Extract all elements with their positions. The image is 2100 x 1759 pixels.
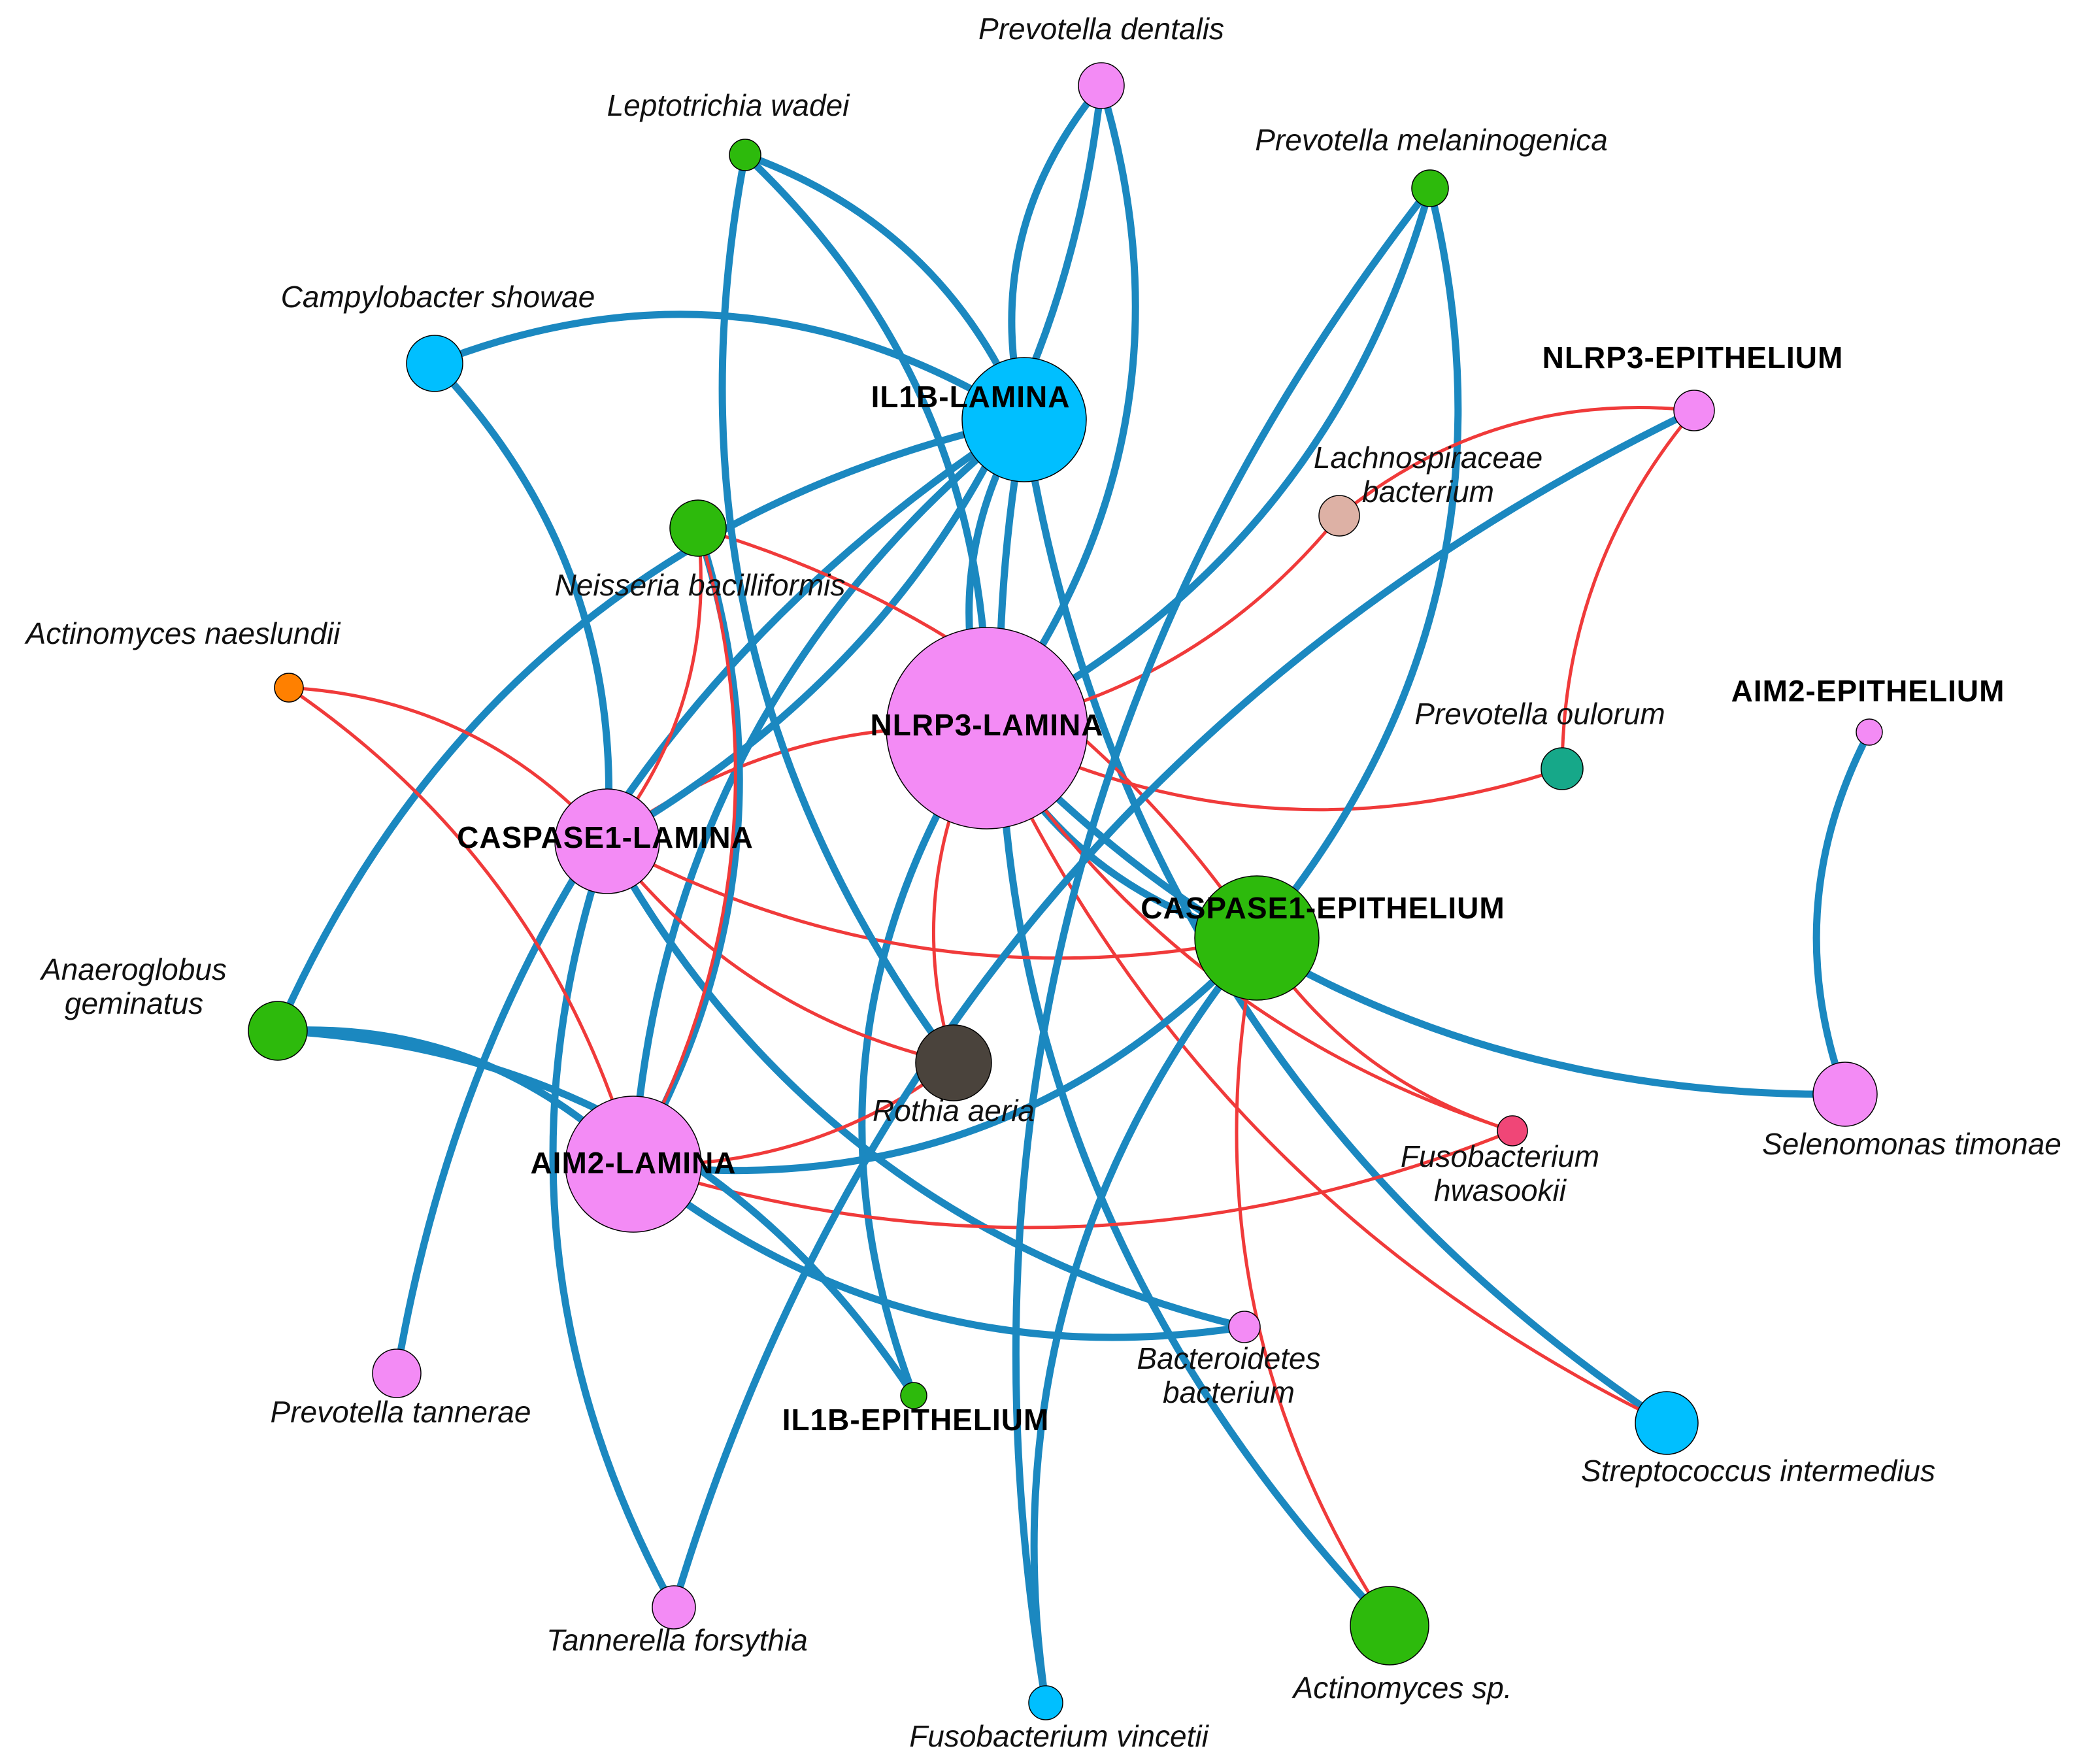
label-line-fusobacterium-hwasookii-0: Fusobacterium <box>1401 1139 1599 1173</box>
edge-nlrp3_lamina-prevotella_melaninogenica <box>983 184 1434 732</box>
label-fusobacterium-vincetii: Fusobacterium vincetii <box>909 1719 1209 1753</box>
edge-leptotrichia_wadei-rothia_aeria <box>718 151 958 1067</box>
edge-il1b_lamina-anaeroglobus_geminatus <box>274 416 1028 1035</box>
node-leptotrichia-wadei <box>729 139 761 171</box>
node-il1b-epithelium <box>900 1382 927 1409</box>
node-rothia-aeria <box>915 1024 992 1101</box>
edge-caspase1_epithelium-prevotella_melaninogenica <box>1253 184 1462 942</box>
edge-aim2_lamina-neisseria_bacilliformis <box>629 524 743 1168</box>
node-prevotella-oulorum <box>1541 747 1584 790</box>
label-streptococcus-intermedius: Streptococcus intermedius <box>1581 1454 1935 1488</box>
edge-aim2_lamina-caspase1_epithelium <box>629 934 1261 1175</box>
edge-caspase1_epithelium-fusobacterium_vincetii <box>1030 934 1261 1707</box>
label-line-anaeroglobus-geminatus-1: geminatus <box>65 986 203 1020</box>
node-il1b-lamina <box>961 357 1087 482</box>
edge-caspase1_lamina-campylobacter_showae <box>431 360 613 845</box>
label-line-fusobacterium-hwasookii-1: hwasookii <box>1434 1173 1567 1207</box>
label-line-lachnospiraceae-bacterium-0: Lachnospiraceae <box>1314 441 1542 475</box>
label-il1b-epithelium: IL1B-EPITHELIUM <box>782 1403 1050 1437</box>
edge-prevotella_melaninogenica-fusobacterium_vincetii <box>1012 184 1434 1707</box>
node-bacteroidetes-bacterium <box>1228 1311 1261 1343</box>
label-caspase1-epithelium: CASPASE1-EPITHELIUM <box>1141 891 1505 925</box>
edge-nlrp3_lamina-il1b_epithelium <box>858 724 991 1399</box>
edge-il1b_lamina-actinomyces_sp <box>995 416 1393 1630</box>
label-rothia-aeria: Rothia aeria <box>873 1094 1035 1128</box>
label-prevotella-oulorum: Prevotella oulorum <box>1414 697 1665 731</box>
node-aim2-lamina <box>565 1096 702 1233</box>
node-prevotella-dentalis <box>1078 62 1125 109</box>
node-anaeroglobus-geminatus <box>248 1001 308 1061</box>
label-line-bacteroidetes-bacterium-0: Bacteroidetes <box>1137 1341 1320 1375</box>
label-aim2-epithelium: AIM2-EPITHELIUM <box>1731 674 2005 708</box>
edge-caspase1_epithelium-actinomyces_sp <box>1235 936 1392 1628</box>
node-fusobacterium-vincetii <box>1028 1685 1063 1720</box>
label-actinomyces-sp: Actinomyces sp. <box>1292 1671 1512 1705</box>
node-neisseria-bacilliformis <box>669 499 727 557</box>
node-lachnospiraceae-bacterium <box>1318 495 1360 537</box>
node-prevotella-tannerae <box>372 1349 422 1398</box>
node-nlrp3-lamina <box>886 627 1088 829</box>
edge-caspase1_lamina-actinomyces_naeslundii <box>287 686 609 843</box>
label-nlrp3-epithelium: NLRP3-EPITHELIUM <box>1542 341 1844 375</box>
label-line-lachnospiraceae-bacterium-1: bacterium <box>1362 475 1494 509</box>
edge-nlrp3_epithelium-prevotella_oulorum <box>1560 409 1696 771</box>
label-il1b-lamina: IL1B-LAMINA <box>871 380 1071 414</box>
label-selenomonas-timonae: Selenomonas timonae <box>1762 1127 2061 1161</box>
edge-caspase1_lamina-rothia_aeria <box>605 839 956 1065</box>
edge-nlrp3_epithelium-lachnospiraceae_bacterium <box>1337 406 1696 518</box>
node-tannerella-forsythia <box>652 1585 696 1630</box>
edge-nlrp3_lamina-streptococcus_intermedius <box>985 726 1669 1425</box>
label-prevotella-dentalis: Prevotella dentalis <box>978 12 1224 46</box>
label-leptotrichia-wadei: Leptotrichia wadei <box>607 88 851 122</box>
label-layer: IL1B-LAMINA NLRP3-LAMINA CASPASE1-LAMINA AI… <box>24 12 2061 1753</box>
label-tannerella-forsythia: Tannerella forsythia <box>546 1623 808 1657</box>
label-caspase1-lamina: CASPASE1-LAMINA <box>457 820 754 854</box>
node-caspase1-epithelium <box>1194 875 1320 1001</box>
label-line-bacteroidetes-bacterium-1: bacterium <box>1163 1375 1295 1409</box>
label-actinomyces-naeslundii: Actinomyces naeslundii <box>24 616 341 650</box>
node-actinomyces-naeslundii <box>274 673 304 703</box>
edge-aim2_lamina-actinomyces_naeslundii <box>287 686 635 1166</box>
label-aim2-lamina: AIM2-LAMINA <box>530 1146 736 1180</box>
node-aim2-epithelium <box>1856 718 1883 746</box>
node-layer <box>248 62 1883 1720</box>
edge-caspase1_lamina-tannerella_forsythia <box>549 837 678 1611</box>
label-prevotella-melaninogenica: Prevotella melaninogenica <box>1255 123 1608 157</box>
edge-aim2_lamina-fusobacterium_hwasookii <box>631 1129 1514 1230</box>
node-actinomyces-sp <box>1350 1586 1429 1666</box>
edge-aim2_lamina-bacteroidetes_bacterium <box>629 1160 1248 1341</box>
label-neisseria-bacilliformis: Neisseria bacilliformis <box>555 568 846 602</box>
label-prevotella-tannerae: Prevotella tannerae <box>271 1395 531 1429</box>
node-caspase1-lamina <box>554 788 660 894</box>
edge-caspase1_lamina-prevotella_dentalis <box>603 82 1105 845</box>
node-prevotella-melaninogenica <box>1411 169 1449 207</box>
node-streptococcus-intermedius <box>1635 1391 1699 1455</box>
edge-nlrp3_lamina-prevotella_dentalis <box>983 82 1139 732</box>
edge-il1b_lamina-campylobacter_showae <box>431 310 1028 424</box>
edge-aim2_epithelium-selenomonas_timonae <box>1812 728 1873 1098</box>
label-campylobacter-showae: Campylobacter showae <box>281 280 595 314</box>
node-campylobacter-showae <box>406 335 463 392</box>
node-nlrp3-epithelium <box>1673 390 1715 431</box>
label-line-anaeroglobus-geminatus-0: Anaeroglobus <box>39 952 227 986</box>
edge-nlrp3_epithelium-tannerella_forsythia <box>670 407 1698 1611</box>
edge-caspase1_lamina-caspase1_epithelium <box>605 839 1259 960</box>
edge-aim2_lamina-neisseria_bacilliformis <box>631 526 737 1166</box>
node-fusobacterium-hwasookii <box>1497 1115 1528 1147</box>
label-nlrp3-lamina: NLRP3-LAMINA <box>871 708 1104 742</box>
node-selenomonas-timonae <box>1812 1062 1878 1127</box>
